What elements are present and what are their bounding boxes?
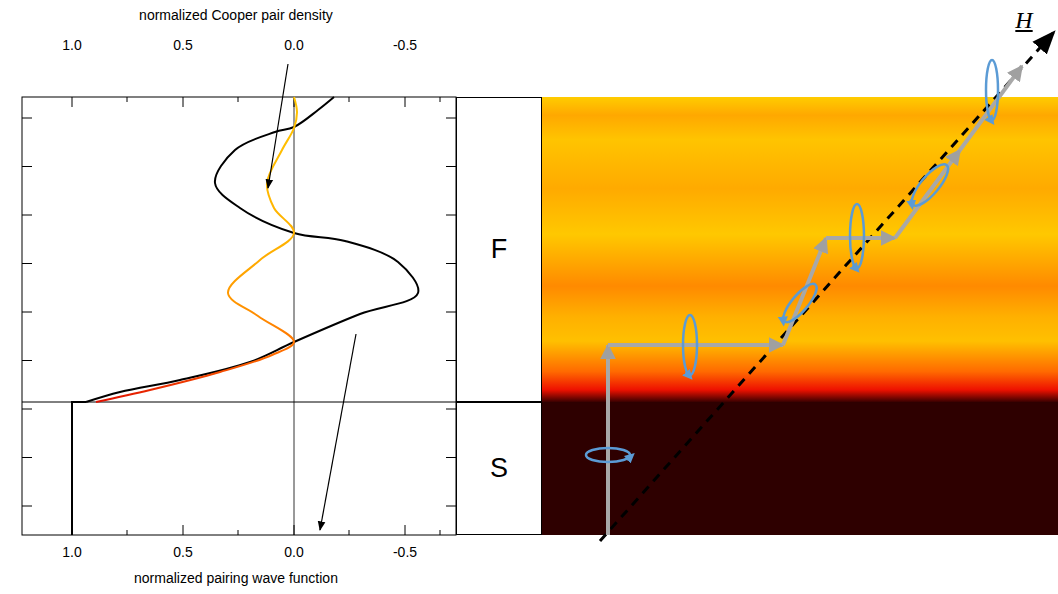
tick-label: -0.5	[393, 37, 417, 53]
precession-ellipse	[778, 279, 822, 327]
field-direction	[600, 32, 1054, 541]
tick-label: -0.5	[393, 544, 417, 560]
magnetization-arrow	[783, 238, 826, 345]
layer-box: F	[456, 97, 542, 402]
magnetization-arrow	[895, 150, 960, 238]
precession-ellipse	[683, 315, 697, 376]
pair-density-curve	[96, 97, 297, 402]
layer-label: S	[490, 453, 508, 484]
layer-box: S	[456, 402, 542, 535]
tick-label: 0.0	[284, 37, 303, 53]
axis-title: normalized pairing wave function	[134, 570, 338, 586]
precession-ellipse	[986, 60, 998, 121]
precession-ellipse	[850, 204, 864, 269]
precession-ellipse	[586, 448, 631, 462]
layer-label: F	[491, 234, 508, 265]
leader-arrow	[268, 64, 288, 188]
wave-function-curve	[86, 97, 418, 402]
precession-ellipse	[906, 159, 954, 211]
wave-function-curve	[72, 402, 86, 535]
tick-label: 1.0	[62, 37, 81, 53]
tick-label: 0.5	[173, 544, 192, 560]
magnetization-arrow	[606, 345, 610, 535]
tick-label: 0.5	[173, 37, 192, 53]
leader-arrow	[320, 334, 356, 530]
magnetization-arrow	[826, 236, 895, 240]
field-symbol: H	[1015, 7, 1032, 34]
axis-title: normalized Cooper pair density	[139, 7, 333, 23]
magnetization-arrow	[608, 343, 783, 347]
tick-label: 0.0	[284, 544, 303, 560]
magnetization-arrow	[960, 66, 1022, 150]
tick-label: 1.0	[62, 544, 81, 560]
